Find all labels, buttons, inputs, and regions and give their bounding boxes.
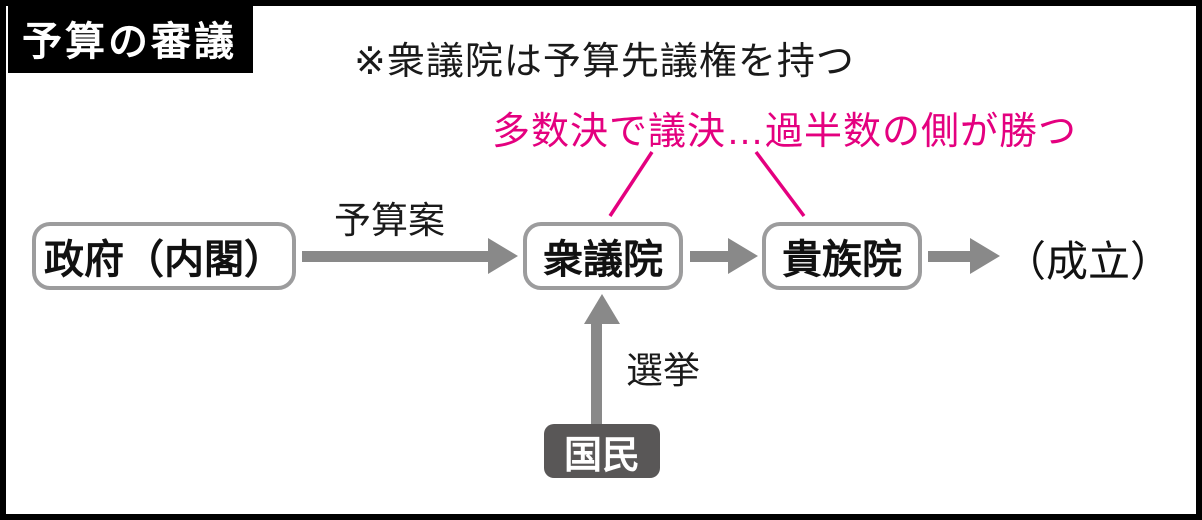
arrow-election-head [584,294,620,324]
arrow-budget-shaft [302,251,490,262]
arrow-budget-head [488,238,518,274]
arrow-reps-to-peers-shaft [690,251,730,262]
majority-vote-annotation: 多数決で議決…過半数の側が勝つ [492,111,1078,153]
node-house-of-peers: 貴族院 [762,222,922,290]
election-label: 選挙 [626,350,700,391]
node-the-people: 国民 [544,424,660,478]
diagram-title: 予算の審議 [8,6,253,73]
arrow-peers-to-enacted-head [970,238,1000,274]
arrow-election-shaft [591,320,602,424]
node-government-cabinet: 政府（内閣） [32,222,296,290]
arrow-reps-to-peers-head [728,238,758,274]
budget-bill-label: 予算案 [334,200,445,241]
node-house-of-representatives: 衆議院 [523,222,683,290]
priority-right-note: ※衆議院は予算先議権を持つ [354,41,855,83]
enacted-label: （成立） [1004,238,1173,285]
arrow-peers-to-enacted-shaft [928,251,972,262]
